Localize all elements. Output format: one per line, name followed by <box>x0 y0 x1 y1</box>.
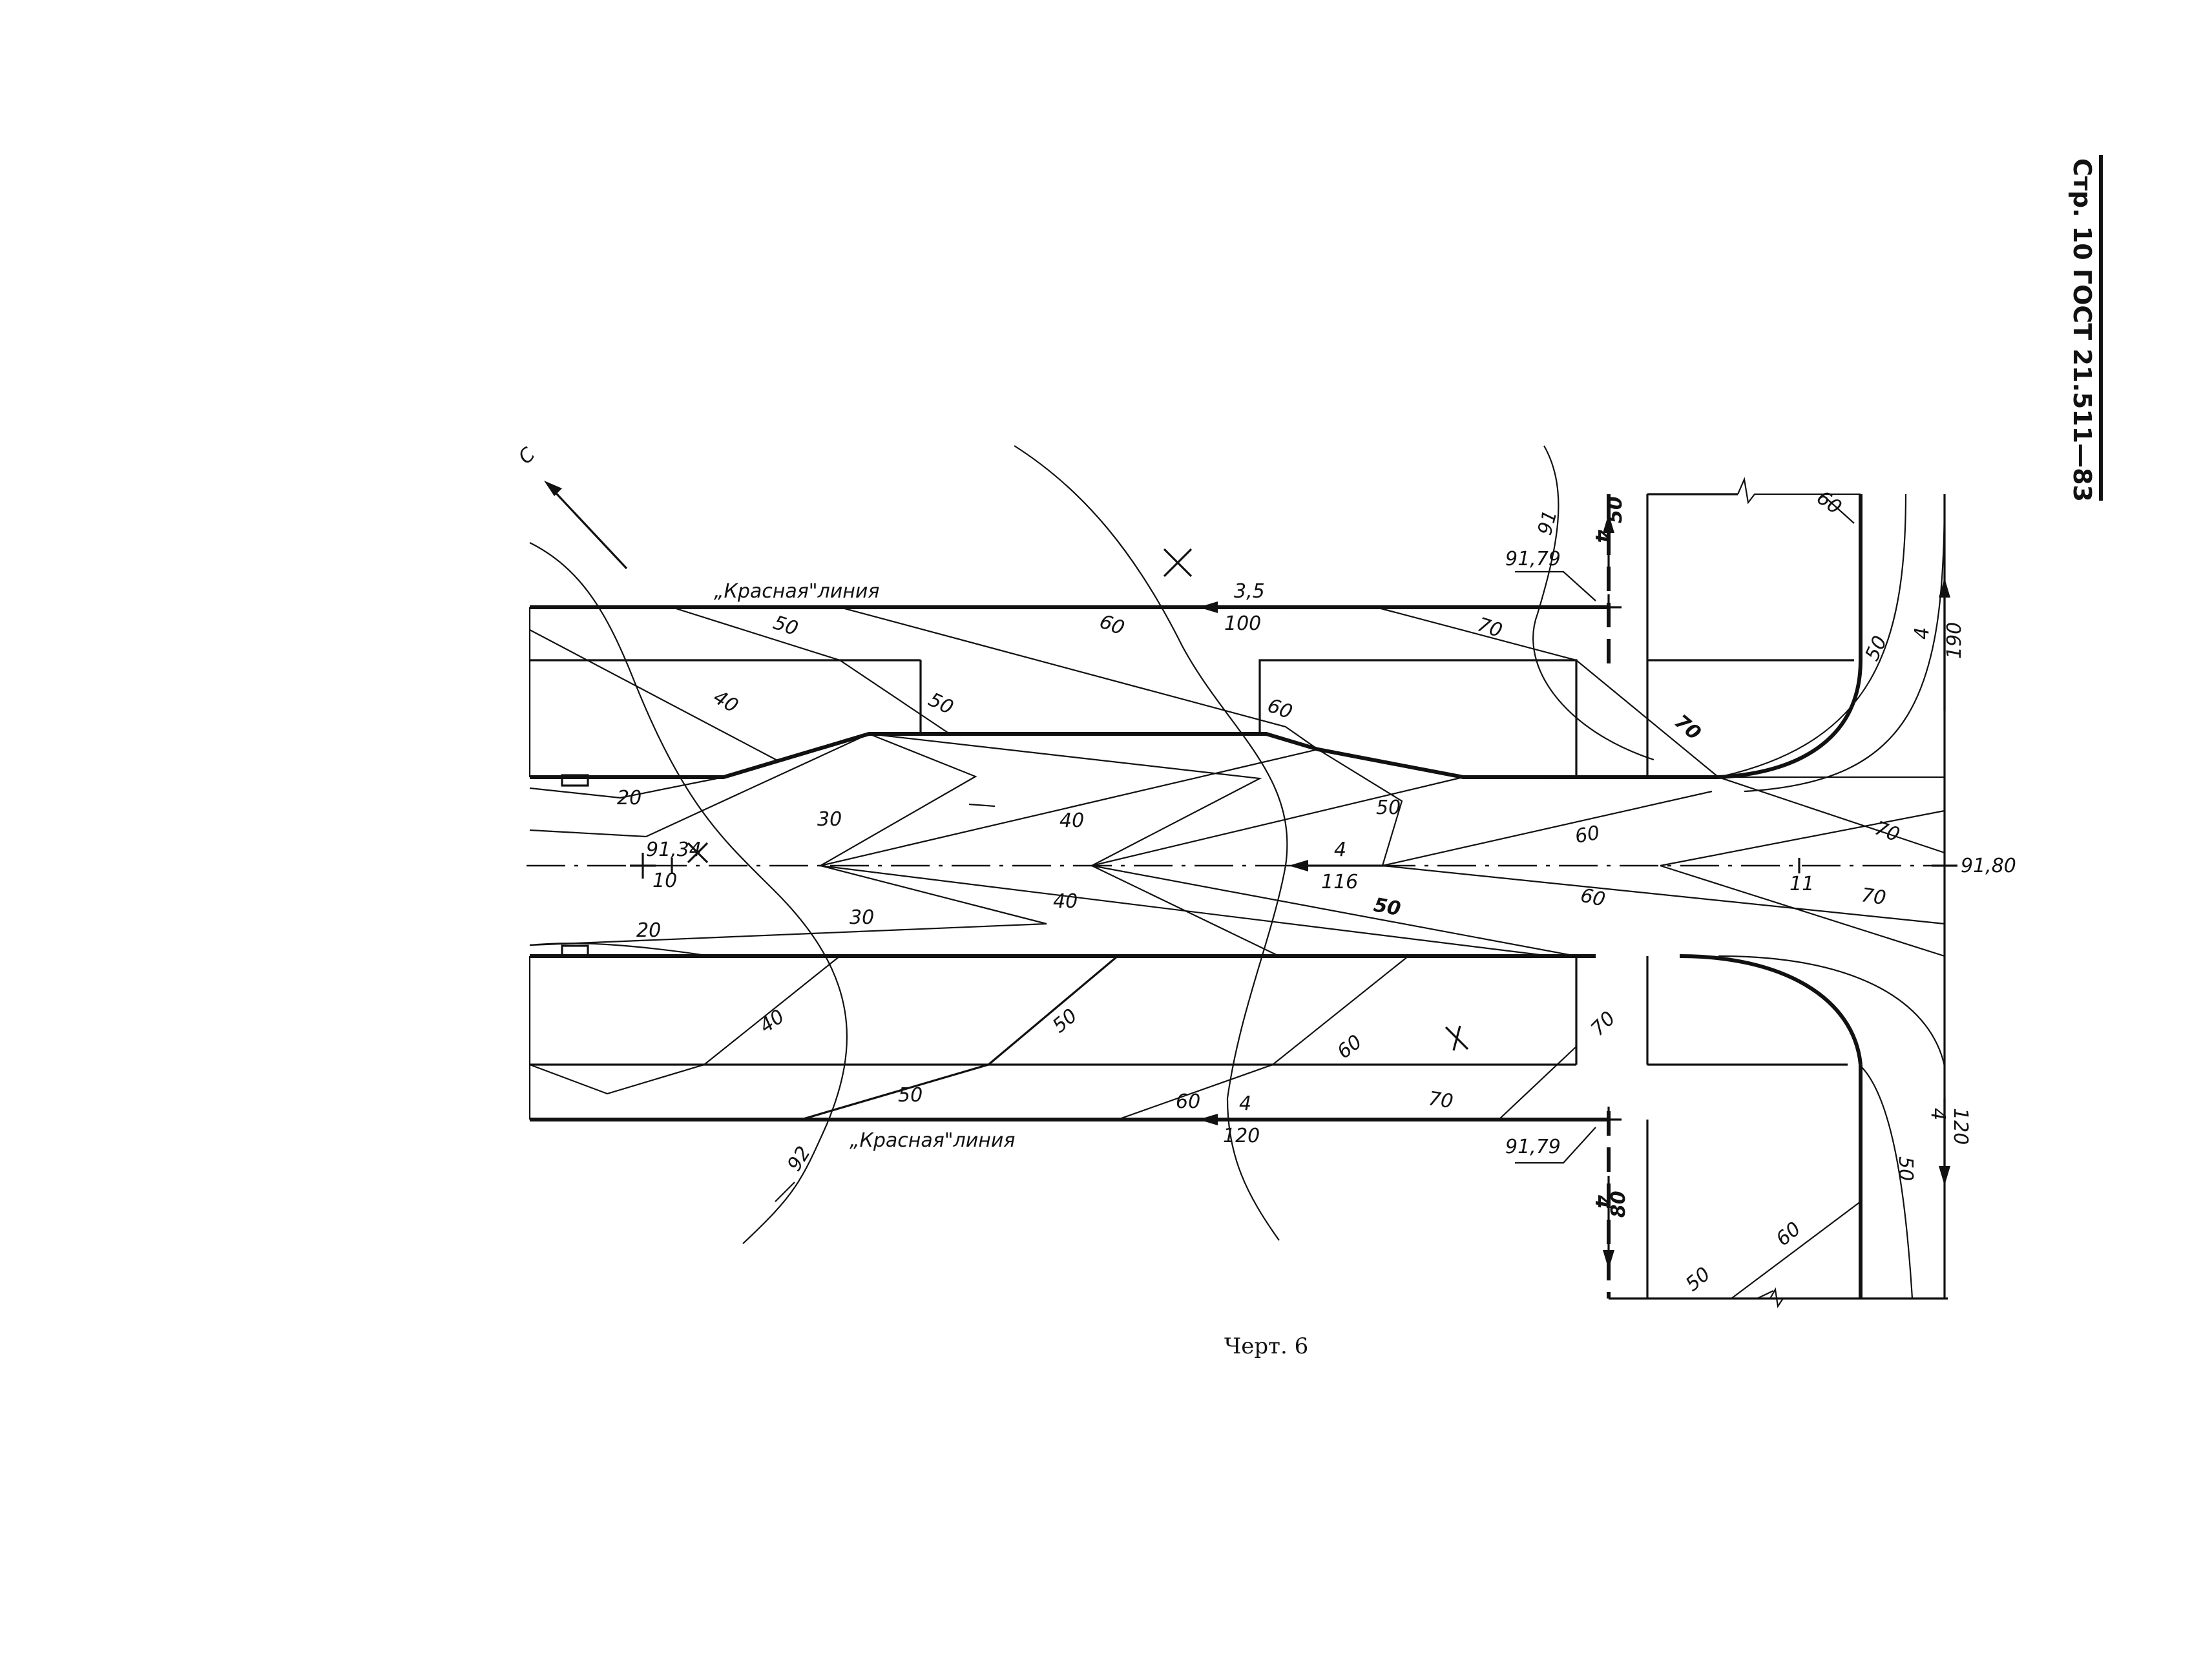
h-label: 10 <box>652 870 677 892</box>
labels: „Красная"линия „Красная"линия 92 91 91,7… <box>617 486 2016 1296</box>
slope-cross-up-length: 50 <box>1604 496 1627 523</box>
contour-91-label: 91 <box>1534 508 1562 537</box>
h-label: 40 <box>1053 890 1078 913</box>
slope-top-grade: 3,5 <box>1234 580 1265 603</box>
h-label: 60 <box>1176 1090 1200 1113</box>
slope-right-down-length: 120 <box>1949 1108 1972 1145</box>
h-label: 60 <box>1573 822 1602 848</box>
north-label: С <box>514 443 540 469</box>
h-label: 50 <box>1372 893 1403 921</box>
h-label: 50 <box>1682 1263 1715 1296</box>
h-label: 60 <box>1333 1030 1366 1063</box>
h-label: 70 <box>1587 1007 1620 1041</box>
h-label: 70 <box>1475 613 1505 642</box>
slope-cross-down-grade: 4 <box>1591 1194 1613 1209</box>
slope-right-up-length: 190 <box>1943 622 1966 659</box>
contour-92-label: 92 <box>783 1142 815 1175</box>
h-label: 60 <box>1264 694 1295 724</box>
h-label: 70 <box>1860 884 1888 910</box>
h-label: 60 <box>1812 486 1845 519</box>
main-street <box>527 605 1945 1121</box>
slope-bottom-length: 120 <box>1223 1125 1260 1147</box>
h-label: 50 <box>1894 1156 1917 1181</box>
spot-axis-left: 91,34 <box>646 839 702 861</box>
h-label: 70 <box>1427 1087 1455 1113</box>
h-label: 50 <box>1376 797 1401 819</box>
red-line-bottom-label: „Красная"линия <box>850 1129 1015 1152</box>
spot-axis-right: 91,80 <box>1961 855 2016 877</box>
spot-bottom-cross: 91,79 <box>1505 1136 1561 1158</box>
h-label: 60 <box>1772 1218 1806 1251</box>
h-label: 50 <box>771 611 801 640</box>
h-label: 40 <box>1059 809 1084 832</box>
h-label: 20 <box>617 787 642 809</box>
curb-top <box>530 732 1718 779</box>
h-label: 50 <box>1861 632 1892 664</box>
slope-right-up-grade: 4 <box>1911 627 1934 640</box>
h-label: 70 <box>1670 710 1705 745</box>
h-label: 50 <box>925 689 957 720</box>
h-label: 20 <box>636 919 661 942</box>
design-contours <box>529 494 1946 1299</box>
red-line-top-label: „Красная"линия <box>714 580 879 603</box>
h-label: 60 <box>1096 610 1127 640</box>
figure-caption: Черт. 6 <box>1224 1333 1308 1359</box>
slope-cross-down-length: 80 <box>1607 1191 1630 1218</box>
terrain-contours <box>529 445 1654 1244</box>
page-reference: Стр. 10 ГОСТ 21.511—83 <box>2068 158 2096 502</box>
slope-arrows <box>1198 514 1957 1269</box>
page-reference-text: Стр. 10 ГОСТ 21.511—83 <box>2068 158 2096 502</box>
h-label: 30 <box>817 808 842 831</box>
spot-top-cross: 91,79 <box>1505 548 1561 570</box>
slope-bottom-grade: 4 <box>1239 1092 1251 1115</box>
north-arrow: С <box>514 443 628 570</box>
h-label: 70 <box>1872 817 1903 847</box>
h-label: 30 <box>850 906 874 929</box>
h-label: 50 <box>898 1084 923 1107</box>
h-label: 40 <box>709 686 742 718</box>
slope-axis-length: 116 <box>1321 871 1358 893</box>
slope-top-length: 100 <box>1224 612 1261 635</box>
h-label: 60 <box>1578 884 1607 912</box>
h-label: 40 <box>756 1005 789 1038</box>
h-label: 11 <box>1789 873 1814 895</box>
slope-axis-grade: 4 <box>1334 839 1346 861</box>
slope-cross-up-grade: 4 <box>1591 529 1613 543</box>
slope-right-down-grade: 4 <box>1926 1108 1949 1120</box>
survey-marks <box>630 548 1800 1051</box>
